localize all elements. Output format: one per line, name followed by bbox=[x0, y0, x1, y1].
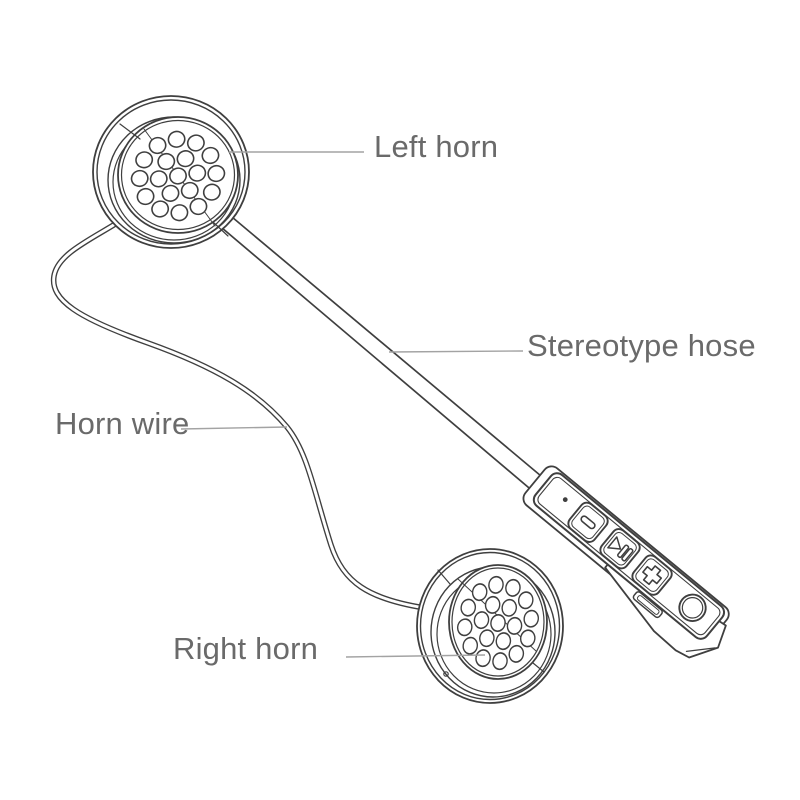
play-pause-button bbox=[599, 528, 641, 570]
right-earphone bbox=[416, 548, 564, 704]
label-right-horn: Right horn bbox=[173, 631, 319, 666]
label-left-horn: Left horn bbox=[374, 129, 499, 164]
stereotype-hose bbox=[214, 211, 548, 494]
label-stereotype-hose: Stereotype hose bbox=[527, 328, 756, 363]
leader-right-horn bbox=[345, 654, 486, 658]
leader-lines bbox=[180, 151, 524, 658]
rim-tick bbox=[119, 123, 141, 140]
control-module bbox=[522, 465, 730, 659]
rim-tick bbox=[532, 662, 545, 673]
volume-up-button bbox=[631, 554, 673, 596]
horn-wire bbox=[50, 213, 428, 611]
volume-down-button bbox=[567, 501, 609, 543]
label-horn-wire: Horn wire bbox=[55, 406, 190, 441]
play-pause-icon bbox=[607, 536, 634, 562]
rim-dot bbox=[443, 671, 449, 677]
rim-tick bbox=[212, 221, 229, 237]
rim-tick bbox=[437, 569, 451, 585]
led-dot bbox=[562, 497, 568, 503]
plus-icon bbox=[642, 565, 663, 586]
minus-icon bbox=[580, 515, 596, 530]
speaker-holes bbox=[130, 130, 226, 222]
leader-stereotype-hose bbox=[388, 350, 524, 353]
left-earphone bbox=[92, 95, 250, 249]
lanyard-hole bbox=[678, 593, 707, 622]
leader-horn-wire bbox=[180, 426, 288, 430]
speaker-holes bbox=[456, 575, 540, 671]
